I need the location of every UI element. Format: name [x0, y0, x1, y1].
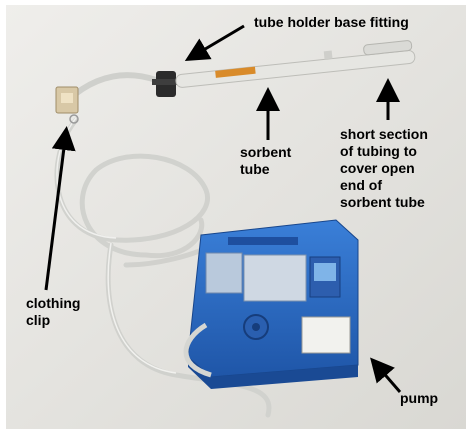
label-pump: pump — [400, 390, 439, 406]
pump-object — [187, 219, 359, 389]
label-sorbent-tube: sorbent tube — [240, 144, 292, 177]
arrow-pump — [370, 357, 402, 393]
label-clothing-clip: clothing clip — [26, 295, 81, 328]
clothing-clip-object — [55, 86, 79, 124]
sorbent-tube-assembly — [152, 40, 416, 97]
arrow-clothing-clip — [44, 126, 76, 291]
arrow-tube-holder — [184, 24, 245, 62]
label-short-tubing: short section of tubing to cover open en… — [340, 126, 428, 210]
pump-inlet-tubing — [183, 322, 212, 378]
pump-photo — [6, 5, 466, 429]
label-tube-holder-base-fitting: tube holder base fitting — [254, 14, 409, 30]
